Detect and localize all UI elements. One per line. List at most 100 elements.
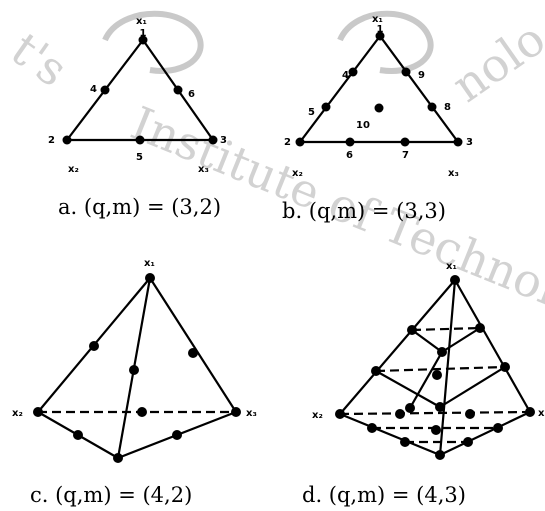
node-label-a-2: 2	[48, 135, 55, 146]
edge-b-right	[378, 34, 460, 144]
node-label-b-9: 9	[418, 70, 425, 81]
edge-d-inner-2	[440, 326, 482, 354]
node-a-3	[208, 135, 218, 145]
node-label-b-2: 2	[284, 137, 291, 148]
caption-b: b. (q,m) = (3,3)	[282, 199, 446, 223]
node-b-6	[345, 137, 355, 147]
node-a-1	[138, 35, 148, 45]
node-d-7	[432, 370, 442, 380]
node-d-left	[335, 409, 345, 419]
node-d-13	[400, 437, 410, 447]
node-a-4	[100, 85, 110, 95]
edge-d-inner-3	[374, 369, 442, 409]
node-b-8	[427, 102, 437, 112]
node-d-10	[405, 403, 415, 413]
node-label-a-5: 5	[136, 152, 143, 163]
node-label-b-4: 4	[342, 70, 349, 81]
vertex-label-c-x3: x₃	[246, 408, 257, 419]
node-c-right	[231, 407, 241, 417]
vertex-label-d-x2: x₂	[312, 410, 323, 421]
node-d-6	[435, 402, 445, 412]
edge-d-top-left	[338, 278, 457, 416]
node-label-a-6: 6	[188, 89, 195, 100]
node-d-5	[500, 362, 510, 372]
vertex-label-c-x2: x₂	[12, 408, 23, 419]
edge-c-top-right	[148, 276, 238, 414]
node-d-4	[371, 366, 381, 376]
node-b-10	[374, 103, 384, 113]
node-label-a-3: 3	[220, 135, 227, 146]
node-a-6	[173, 85, 183, 95]
edge-d-right-front	[438, 410, 532, 457]
node-a-5	[135, 135, 145, 145]
node-c-mid-back	[137, 407, 147, 417]
node-d-top	[450, 275, 460, 285]
caption-d: d. (q,m) = (4,3)	[302, 483, 466, 507]
node-d-14	[463, 437, 473, 447]
node-d-2	[475, 323, 485, 333]
edge-d-inner-4	[438, 365, 507, 409]
node-b-4	[348, 67, 358, 77]
node-d-9	[465, 409, 475, 419]
panel-c: x₁ x₂ x₃ c. (q,m) = (4,2)	[12, 258, 257, 507]
edge-d-top-front	[438, 278, 457, 457]
vertex-label-b-x1: x₁	[372, 14, 383, 25]
vertex-label-d-x3: x	[538, 408, 545, 419]
edge-d-back	[339, 410, 531, 416]
node-c-front	[113, 453, 123, 463]
node-label-b-6: 6	[346, 150, 353, 161]
edge-d-inner-1	[410, 328, 444, 354]
node-c-mid-right-front	[172, 430, 182, 440]
vertex-label-a-x3: x₃	[198, 164, 209, 175]
node-c-mid-left-front	[73, 430, 83, 440]
vertex-label-b-x3: x₃	[448, 168, 459, 179]
node-d-1	[407, 325, 417, 335]
node-d-8	[395, 409, 405, 419]
node-c-left	[33, 407, 43, 417]
vertex-label-d-x1: x₁	[446, 261, 457, 272]
edge-d-dash-2	[375, 365, 506, 373]
edge-d-top-right	[453, 278, 532, 414]
node-c-mid-top-right	[188, 348, 198, 358]
node-b-2	[295, 137, 305, 147]
vertex-label-a-x2: x₂	[68, 164, 79, 175]
node-label-b-10: 10	[356, 120, 370, 131]
node-d-15	[431, 425, 441, 435]
edge-d-left-front	[338, 412, 442, 457]
node-b-5	[321, 102, 331, 112]
node-label-b-7: 7	[402, 150, 409, 161]
edge-d-dash-1	[411, 326, 481, 332]
watermark-text-right: nolo	[442, 11, 545, 112]
vertex-label-c-x1: x₁	[144, 258, 155, 269]
caption-c: c. (q,m) = (4,2)	[30, 483, 192, 507]
node-label-a-1: 1	[140, 28, 147, 39]
panel-b: x₁ 1 2 3 4 5 6 7 8 9 10 x₂ x₃ b. (q,m) =…	[282, 14, 473, 223]
node-label-a-4: 4	[90, 84, 97, 95]
node-b-9	[401, 67, 411, 77]
watermark-seal-left	[102, 10, 204, 74]
vertex-label-b-x2: x₂	[292, 168, 303, 179]
node-d-3	[437, 347, 447, 357]
watermark-text-left: t's	[2, 21, 78, 97]
edge-b-left	[298, 34, 382, 144]
node-c-mid-top-front	[129, 365, 139, 375]
node-b-7	[400, 137, 410, 147]
node-d-11	[367, 423, 377, 433]
node-label-b-8: 8	[444, 102, 451, 113]
node-d-front	[435, 450, 445, 460]
node-a-2	[62, 135, 72, 145]
panel-a: x₁ 1 2 3 4 5 6 x₂ x₃ a. (q,m) = (3,2)	[48, 16, 227, 219]
node-b-1	[375, 31, 385, 41]
node-label-b-3: 3	[466, 137, 473, 148]
node-d-right	[525, 407, 535, 417]
panel-d: x₁ x₂ x d. (q,m) = (4,3)	[302, 261, 545, 507]
node-label-b-1: 1	[377, 24, 384, 35]
node-d-12	[493, 423, 503, 433]
edge-d-inner-5	[408, 350, 444, 410]
node-b-3	[453, 137, 463, 147]
vertex-label-a-x1: x₁	[136, 16, 147, 27]
caption-a: a. (q,m) = (3,2)	[58, 195, 221, 219]
node-c-mid-top-left	[89, 341, 99, 351]
node-c-top	[145, 273, 155, 283]
